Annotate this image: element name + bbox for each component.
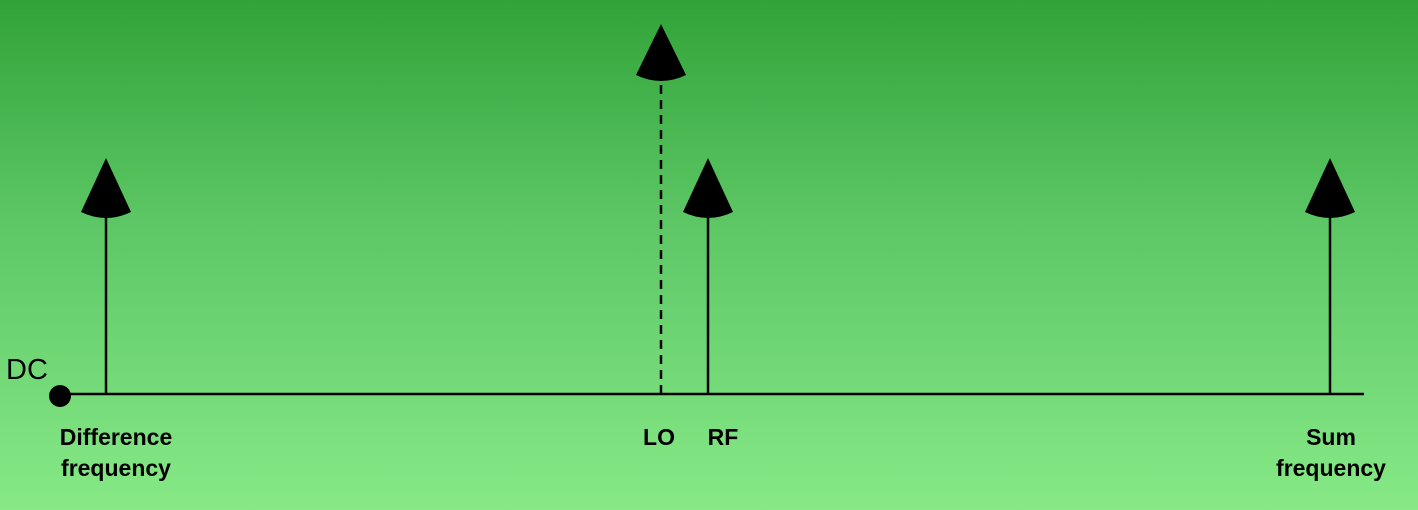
sum-frequency-label: Sum frequency: [1256, 422, 1406, 484]
sum-label-line-2: frequency: [1276, 455, 1386, 481]
sum-frequency-arrow: [1305, 158, 1355, 394]
difference-frequency-arrow: [81, 158, 131, 394]
lo-label: LO: [643, 424, 675, 450]
sum-label-line-1: Sum: [1306, 424, 1356, 450]
dc-origin-dot: [49, 385, 71, 407]
difference-label-line-1: Difference: [59, 424, 173, 450]
difference-label-line-2: frequency: [61, 455, 171, 481]
dc-label: DC: [6, 354, 48, 386]
difference-frequency-label: Difference frequency: [36, 422, 196, 484]
rf-arrow: [683, 158, 733, 394]
lo-arrow: [636, 24, 686, 394]
rf-label: RF: [707, 424, 739, 450]
